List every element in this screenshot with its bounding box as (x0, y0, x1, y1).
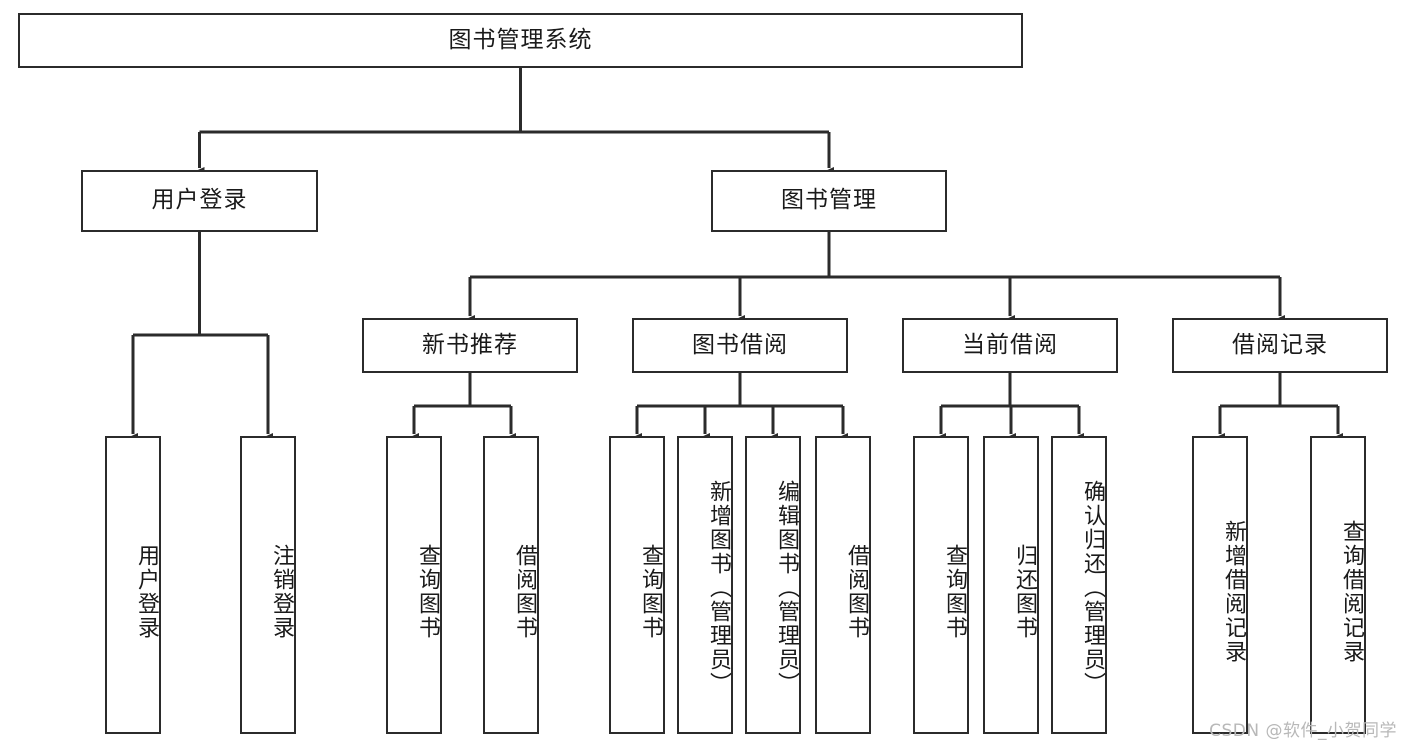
node-r-add[interactable]: 新增借阅记录 (1192, 436, 1248, 734)
node-label: 图书管理 (781, 187, 877, 214)
node-b-edit[interactable]: 编辑图书（管理员） (745, 436, 801, 734)
node-records[interactable]: 借阅记录 (1172, 318, 1388, 373)
node-label: 查询借阅记录 (1339, 520, 1364, 664)
node-label: 确认归还（管理员） (1080, 480, 1105, 696)
node-borrow[interactable]: 图书借阅 (632, 318, 848, 373)
node-label: 新增借阅记录 (1221, 520, 1246, 664)
node-label: 借阅记录 (1232, 331, 1328, 358)
node-label: 新增图书（管理员） (706, 480, 731, 696)
node-l-logout[interactable]: 注销登录 (240, 436, 296, 734)
node-label: 借阅图书 (512, 544, 537, 640)
node-newbook[interactable]: 新书推荐 (362, 318, 578, 373)
node-label: 借阅图书 (844, 544, 869, 640)
node-label: 用户登录 (151, 187, 248, 214)
node-bookmgmt[interactable]: 图书管理 (711, 170, 947, 232)
node-r-query[interactable]: 查询借阅记录 (1310, 436, 1366, 734)
node-root[interactable]: 图书管理系统 (18, 13, 1023, 68)
node-b-lend[interactable]: 借阅图书 (815, 436, 871, 734)
node-label: 查询图书 (638, 544, 663, 640)
node-label: 编辑图书（管理员） (774, 480, 799, 696)
node-label: 注销登录 (269, 544, 294, 640)
node-label: 图书借阅 (692, 331, 788, 358)
node-label: 新书推荐 (422, 331, 518, 358)
node-current[interactable]: 当前借阅 (902, 318, 1118, 373)
node-login[interactable]: 用户登录 (81, 170, 318, 232)
node-label: 归还图书 (1012, 544, 1037, 640)
watermark: CSDN @软件_小贺同学 (1209, 721, 1397, 741)
node-label: 查询图书 (942, 544, 967, 640)
node-c-confirm[interactable]: 确认归还（管理员） (1051, 436, 1107, 734)
node-c-return[interactable]: 归还图书 (983, 436, 1039, 734)
node-label: 用户登录 (134, 544, 159, 640)
node-b-add[interactable]: 新增图书（管理员） (677, 436, 733, 734)
node-l-login[interactable]: 用户登录 (105, 436, 161, 734)
node-label: 当前借阅 (962, 331, 1058, 358)
node-c-query[interactable]: 查询图书 (913, 436, 969, 734)
node-n-query[interactable]: 查询图书 (386, 436, 442, 734)
node-label: 图书管理系统 (448, 26, 593, 53)
node-label: 查询图书 (415, 544, 440, 640)
node-n-borrow[interactable]: 借阅图书 (483, 436, 539, 734)
node-b-query[interactable]: 查询图书 (609, 436, 665, 734)
